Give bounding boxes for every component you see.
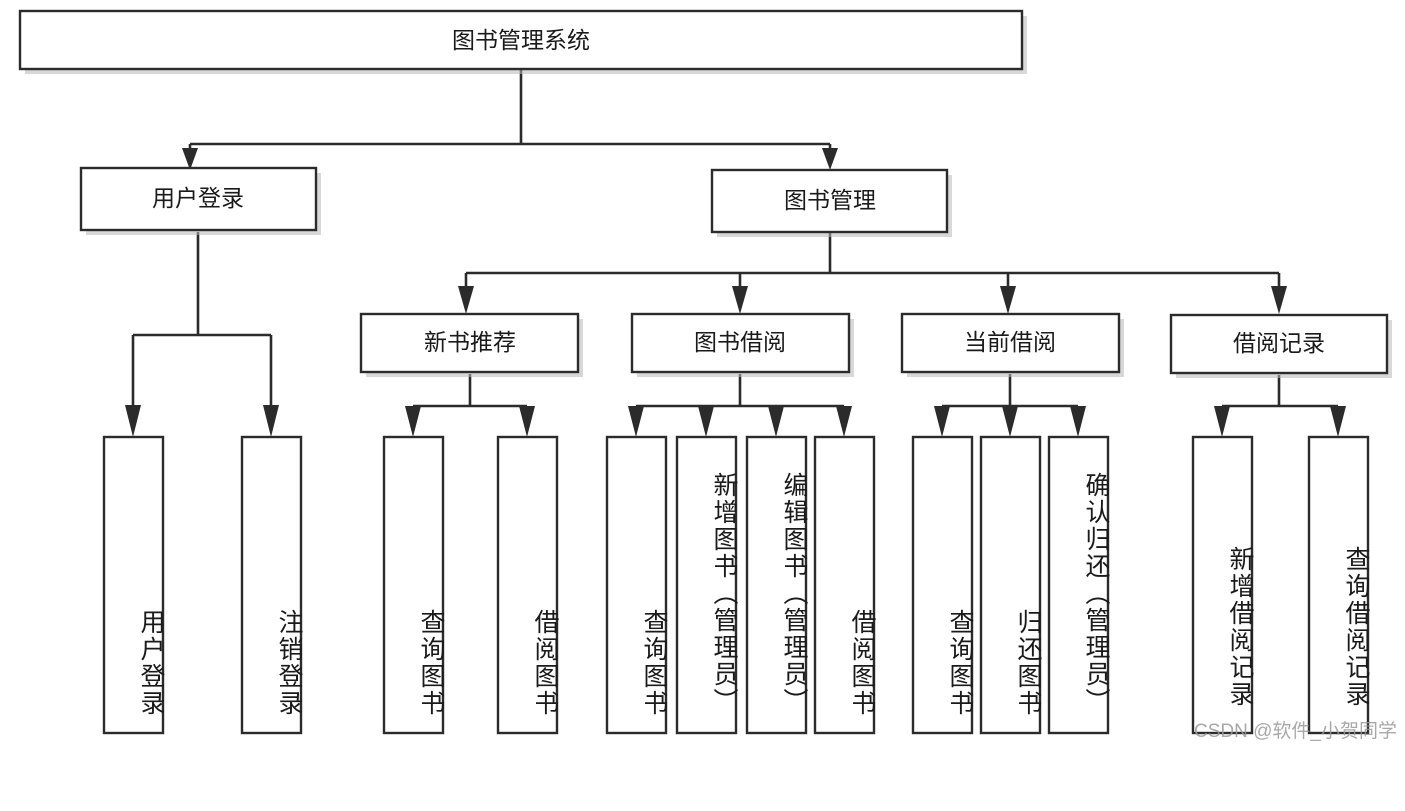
- arrow-bookmanage-to-book-borrow: [732, 286, 748, 314]
- node-current-borrow-rect: [900, 312, 1121, 374]
- arrow-bookborrow-leaf-3: [768, 406, 784, 437]
- leaf-rect-return-book[interactable]: [979, 435, 1042, 735]
- node-borrow-record-rect: [1169, 313, 1389, 375]
- arrow-currentborrow-leaf-2: [1002, 406, 1018, 437]
- leaf-rect-borrow-book-1[interactable]: [496, 435, 559, 735]
- leaf-rect-add-book-admin[interactable]: [675, 435, 738, 735]
- arrow-bookmanage-to-new-book: [458, 286, 474, 314]
- leaf-rect-query-book-2[interactable]: [605, 435, 668, 735]
- node-current-borrow-label: 当前借阅: [964, 329, 1056, 355]
- flowchart-svg: 图书管理系统 用户登录 图书管理 新书推荐 图书借阅: [18, 9, 1392, 735]
- arrow-bookmanage-to-borrow-record: [1271, 286, 1287, 314]
- arrow-newbook-leaf-1: [405, 406, 421, 437]
- node-book-manage[interactable]: 图书管理: [710, 168, 952, 237]
- arrow-userlogin-leaf-1: [125, 405, 141, 437]
- leaf-rect-query-book-1[interactable]: [382, 435, 445, 735]
- node-user-login-label: 用户登录: [152, 185, 244, 211]
- node-book-borrow-label: 图书借阅: [694, 329, 786, 355]
- node-root-label: 图书管理系统: [452, 27, 590, 53]
- leaf-rect-add-borrow-record[interactable]: [1191, 435, 1254, 735]
- arrow-currentborrow-leaf-3: [1070, 406, 1086, 437]
- csdn-watermark: CSDN @软件_小贺同学: [1194, 721, 1397, 742]
- node-new-book-recommend[interactable]: 新书推荐: [359, 312, 583, 377]
- connector-layer: [125, 69, 1346, 437]
- arrow-borrowrecord-leaf-1: [1214, 406, 1230, 437]
- arrow-newbook-leaf-2: [519, 406, 535, 437]
- node-borrow-record-label: 借阅记录: [1233, 330, 1325, 356]
- leaf-rect-edit-book-admin[interactable]: [745, 435, 808, 735]
- node-current-borrow[interactable]: 当前借阅: [900, 312, 1124, 377]
- arrow-bookborrow-leaf-4: [836, 406, 852, 437]
- node-book-manage-label: 图书管理: [784, 187, 876, 213]
- node-user-login[interactable]: 用户登录: [79, 166, 321, 235]
- arrow-bookborrow-leaf-1: [628, 406, 644, 437]
- arrow-borrowrecord-leaf-2: [1330, 406, 1346, 437]
- leaf-rect-query-borrow-record[interactable]: [1307, 435, 1370, 735]
- node-root-rect: [18, 9, 1024, 71]
- node-user-login-rect: [79, 166, 318, 232]
- arrow-bookborrow-leaf-2: [698, 406, 714, 437]
- leaf-rect-user-login[interactable]: [102, 435, 165, 735]
- node-book-borrow-rect: [630, 312, 851, 374]
- arrow-currentborrow-leaf-1: [934, 406, 950, 437]
- leaf-rect-layer: [102, 435, 1370, 735]
- node-new-book-recommend-label: 新书推荐: [424, 329, 516, 355]
- leaf-rect-borrow-book-2[interactable]: [813, 435, 876, 735]
- arrow-userlogin-leaf-2: [263, 405, 279, 437]
- leaf-rect-confirm-return-admin[interactable]: [1047, 435, 1110, 735]
- leaf-rect-logout-login[interactable]: [240, 435, 303, 735]
- node-book-manage-rect: [710, 168, 949, 234]
- arrow-root-to-user-login: [182, 148, 198, 170]
- leaf-rect-query-book-3[interactable]: [911, 435, 974, 735]
- node-root[interactable]: 图书管理系统: [18, 9, 1027, 74]
- arrow-bookmanage-to-current-borrow: [1000, 286, 1016, 314]
- flowchart-diagram: 图书管理系统 用户登录 图书管理 新书推荐 图书借阅: [18, 9, 1397, 742]
- node-borrow-record[interactable]: 借阅记录: [1169, 313, 1392, 378]
- node-book-borrow[interactable]: 图书借阅: [630, 312, 854, 377]
- arrow-root-to-book-manage: [822, 148, 838, 170]
- node-new-book-recommend-rect: [359, 312, 580, 374]
